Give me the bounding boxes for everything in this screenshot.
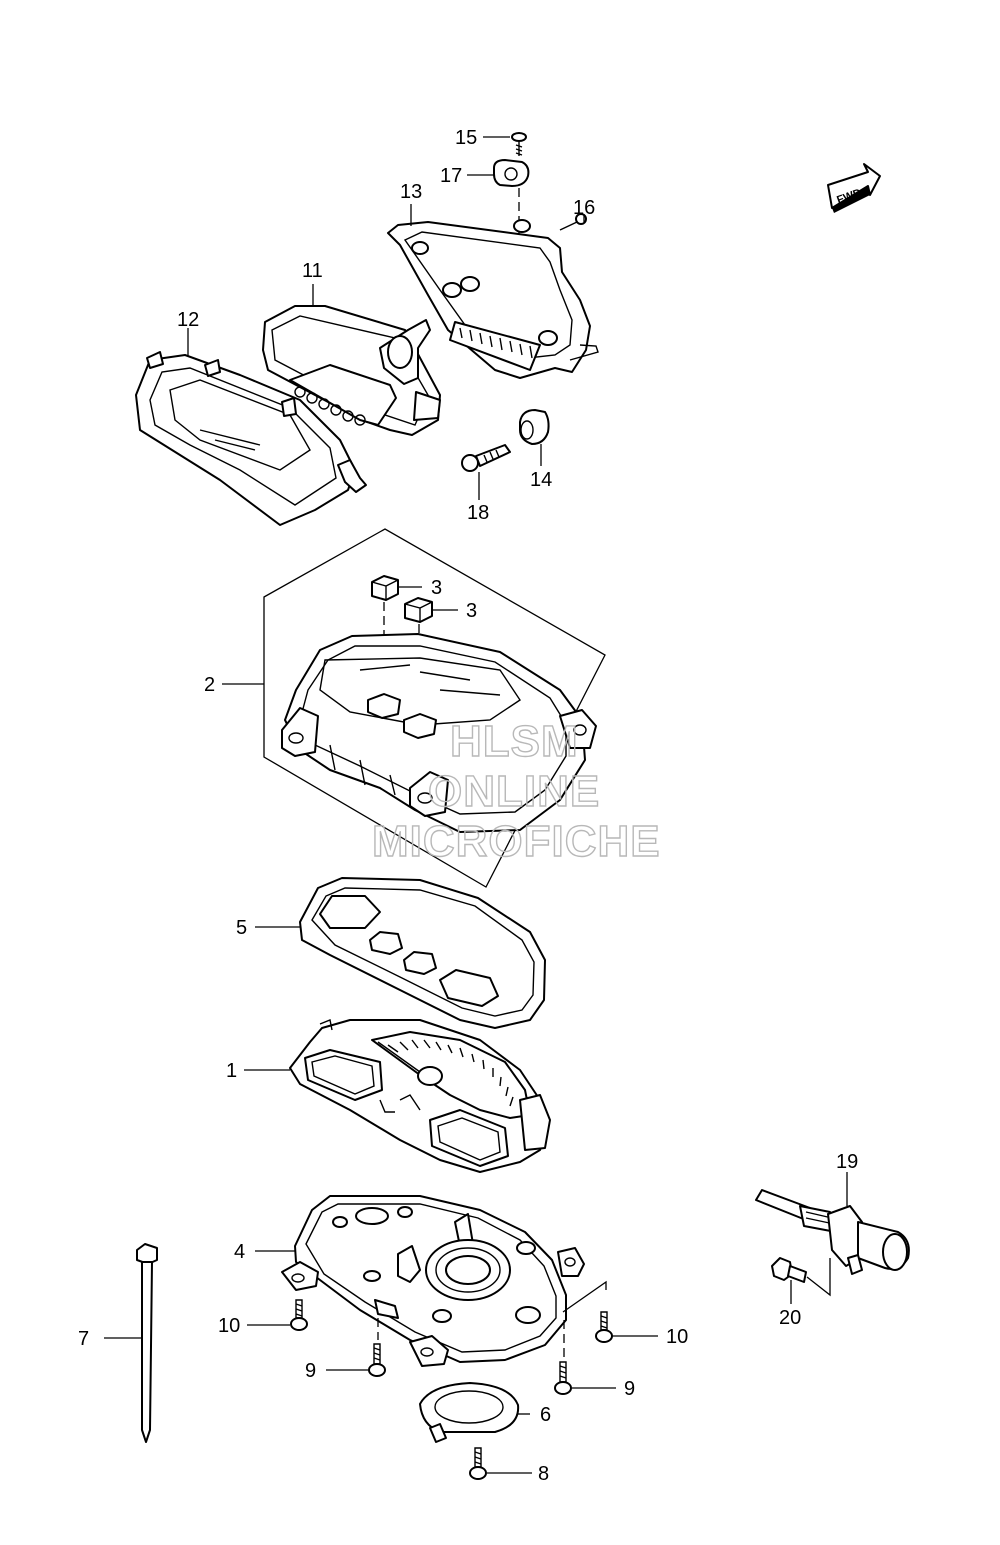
- callout-12: 12: [177, 309, 199, 331]
- screw-9b: [554, 1361, 572, 1395]
- screw-10a: [290, 1299, 308, 1331]
- callout-9b: 9: [624, 1378, 635, 1400]
- screw-15: [511, 132, 527, 156]
- screw-10b: [595, 1311, 613, 1343]
- callout-1: 1: [226, 1060, 237, 1082]
- meter-housing-11: [262, 305, 441, 436]
- screw-8: [469, 1447, 487, 1480]
- meter-case-2: [281, 633, 597, 833]
- bolt-20: [771, 1257, 807, 1283]
- cushion-3a: [371, 575, 399, 601]
- meter-cover-12: [135, 351, 367, 526]
- callout-2: 2: [204, 674, 215, 696]
- callout-3a: 3: [431, 577, 442, 599]
- callout-4: 4: [234, 1241, 245, 1263]
- grommet-14: [519, 409, 550, 445]
- watermark-line2: ONLINE: [428, 767, 600, 816]
- fwd-arrow-icon: FWD: [827, 163, 881, 213]
- callout-18: 18: [467, 502, 489, 524]
- bracket-13: [387, 219, 599, 379]
- cushion-3b: [404, 597, 433, 623]
- callout-10b: 10: [666, 1326, 688, 1348]
- callout-3b: 3: [466, 600, 477, 622]
- cable-tie-7: [136, 1243, 158, 1443]
- callout-9a: 9: [305, 1360, 316, 1382]
- callout-7: 7: [78, 1328, 89, 1350]
- callout-20: 20: [779, 1307, 801, 1329]
- bolt-18: [461, 444, 511, 472]
- callout-8: 8: [538, 1463, 549, 1485]
- callout-6: 6: [540, 1404, 551, 1426]
- lower-case-4: [281, 1195, 585, 1367]
- screw-9a: [368, 1343, 386, 1377]
- lens-5: [299, 877, 546, 1029]
- callout-13: 13: [400, 181, 422, 203]
- callout-5: 5: [236, 917, 247, 939]
- meter-assembly-1: [289, 1019, 551, 1173]
- callout-10a: 10: [218, 1315, 240, 1337]
- clamp-17: [493, 159, 530, 187]
- watermark-line1: HLSM: [450, 717, 579, 766]
- callout-15: 15: [455, 127, 477, 149]
- sensor-19: [755, 1189, 910, 1275]
- callout-17: 17: [440, 165, 462, 187]
- callout-14: 14: [530, 469, 552, 491]
- gasket-6: [419, 1382, 520, 1443]
- callout-19: 19: [836, 1151, 858, 1173]
- callout-11: 11: [302, 260, 323, 282]
- watermark-line3: MICROFICHE: [372, 817, 661, 866]
- callout-16: 16: [573, 197, 595, 219]
